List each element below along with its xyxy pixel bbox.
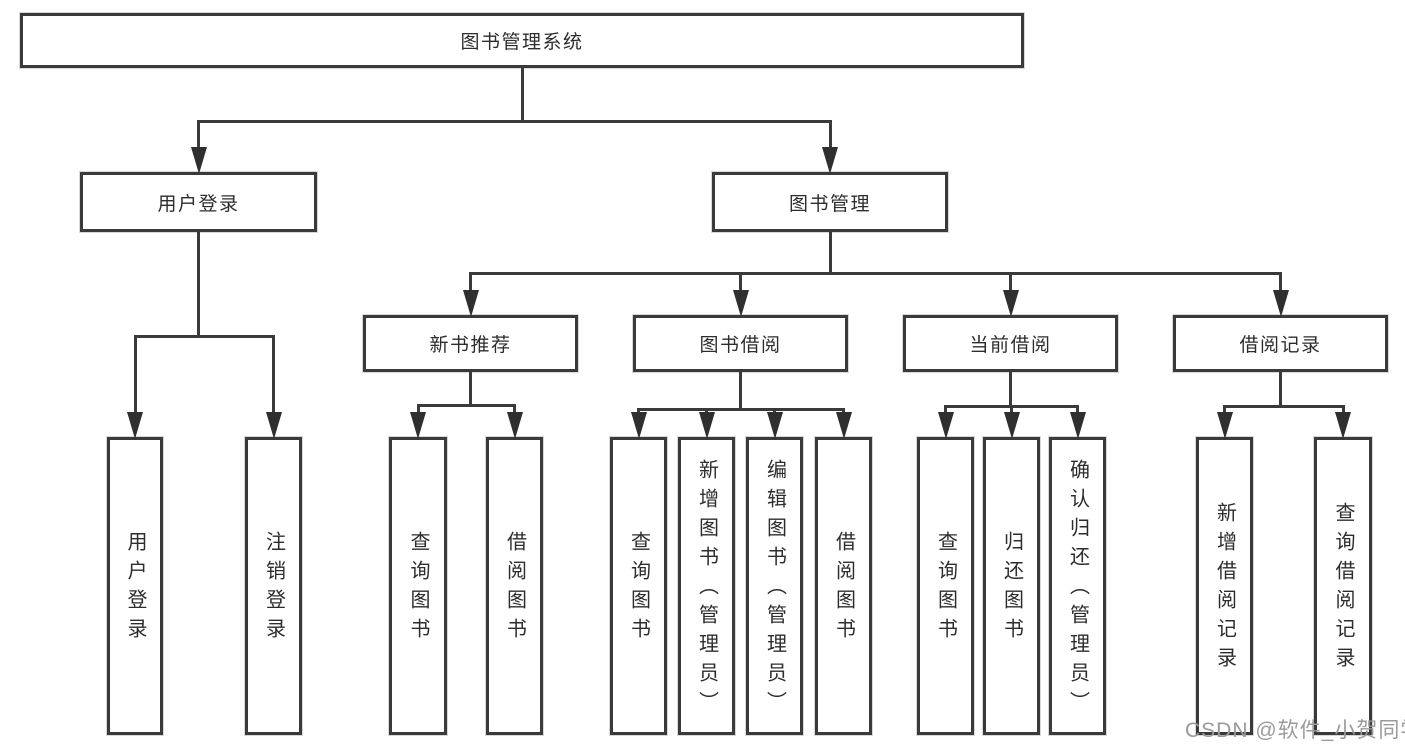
- connector-line: [416, 404, 420, 412]
- node-leaf-user-login: 用户登录: [107, 437, 163, 735]
- connector-line: [1010, 405, 1013, 412]
- connector-line: [197, 231, 200, 338]
- arrowhead-down-icon: [1216, 412, 1233, 439]
- arrowhead-down-icon: [630, 412, 647, 439]
- node-leaf-confirm-return: 确认归还（管理员）: [1049, 437, 1106, 735]
- node-leaf-query-record: 查询借阅记录: [1314, 437, 1372, 735]
- arrowhead-down-icon: [1069, 412, 1086, 439]
- node-book-borrow: 图书借阅: [633, 315, 848, 372]
- connector-line: [197, 120, 832, 123]
- connector-line: [520, 67, 524, 123]
- node-leaf-add-book: 新增图书（管理员）: [678, 437, 735, 735]
- connector-line: [513, 404, 516, 412]
- arrowhead-down-icon: [1002, 290, 1019, 317]
- connector-line: [197, 120, 200, 147]
- node-leaf-borrow-books-1: 借阅图书: [486, 437, 543, 735]
- node-book-mgmt: 图书管理: [712, 172, 948, 232]
- node-leaf-query-books-3: 查询图书: [917, 437, 974, 735]
- connector-line: [773, 408, 776, 412]
- connector-line: [828, 120, 832, 147]
- node-leaf-add-record: 新增借阅记录: [1196, 437, 1253, 735]
- connector-line: [1009, 371, 1012, 408]
- connector-line: [133, 335, 275, 338]
- connector-line: [637, 408, 845, 411]
- connector-line: [1223, 405, 1345, 408]
- node-borrow-records: 借阅记录: [1173, 315, 1388, 372]
- arrowhead-down-icon: [732, 290, 749, 317]
- connector-line: [416, 404, 516, 407]
- connector-line: [1279, 272, 1282, 290]
- connector-line: [828, 231, 832, 275]
- arrowhead-down-icon: [698, 412, 715, 439]
- connector-line: [842, 408, 845, 412]
- arrowhead-down-icon: [1335, 412, 1351, 439]
- node-root: 图书管理系统: [20, 13, 1024, 68]
- arrowhead-down-icon: [410, 412, 426, 439]
- node-leaf-query-books-1: 查询图书: [389, 437, 447, 735]
- arrowhead-down-icon: [822, 147, 838, 174]
- connector-line: [469, 371, 472, 407]
- arrowhead-down-icon: [462, 290, 479, 317]
- node-new-book-rec: 新书推荐: [363, 315, 578, 372]
- node-leaf-logout: 注销登录: [245, 437, 302, 735]
- arrowhead-down-icon: [937, 412, 954, 439]
- node-current-borrow: 当前借阅: [903, 315, 1118, 372]
- connector-line: [944, 405, 947, 412]
- connector-line: [705, 408, 708, 412]
- connector-line: [1223, 405, 1226, 412]
- node-leaf-borrow-books-2: 借阅图书: [815, 437, 872, 735]
- arrowhead-down-icon: [265, 412, 282, 439]
- connector-line: [272, 335, 275, 412]
- arrowhead-down-icon: [1272, 290, 1289, 317]
- arrowhead-down-icon: [506, 412, 523, 439]
- node-leaf-return-book: 归还图书: [983, 437, 1040, 735]
- arrowhead-down-icon: [1003, 412, 1020, 439]
- connector-line: [637, 408, 640, 412]
- arrowhead-down-icon: [127, 412, 143, 439]
- connector-line: [1279, 371, 1282, 408]
- node-leaf-edit-book: 编辑图书（管理员）: [746, 437, 803, 735]
- connector-line: [469, 272, 1282, 275]
- watermark: CSDN @软件_小贺同学: [1185, 719, 1405, 742]
- arrowhead-down-icon: [766, 412, 783, 439]
- arrowhead-down-icon: [190, 147, 207, 174]
- node-leaf-query-books-2: 查询图书: [610, 437, 667, 735]
- node-user-login: 用户登录: [80, 172, 317, 232]
- connector-line: [1009, 272, 1012, 290]
- connector-line: [739, 371, 742, 411]
- arrowhead-down-icon: [835, 412, 852, 439]
- connector-line: [739, 272, 742, 290]
- connector-line: [469, 272, 472, 290]
- connector-line: [1341, 405, 1345, 412]
- connector-line: [133, 335, 137, 412]
- connector-line: [1076, 405, 1079, 412]
